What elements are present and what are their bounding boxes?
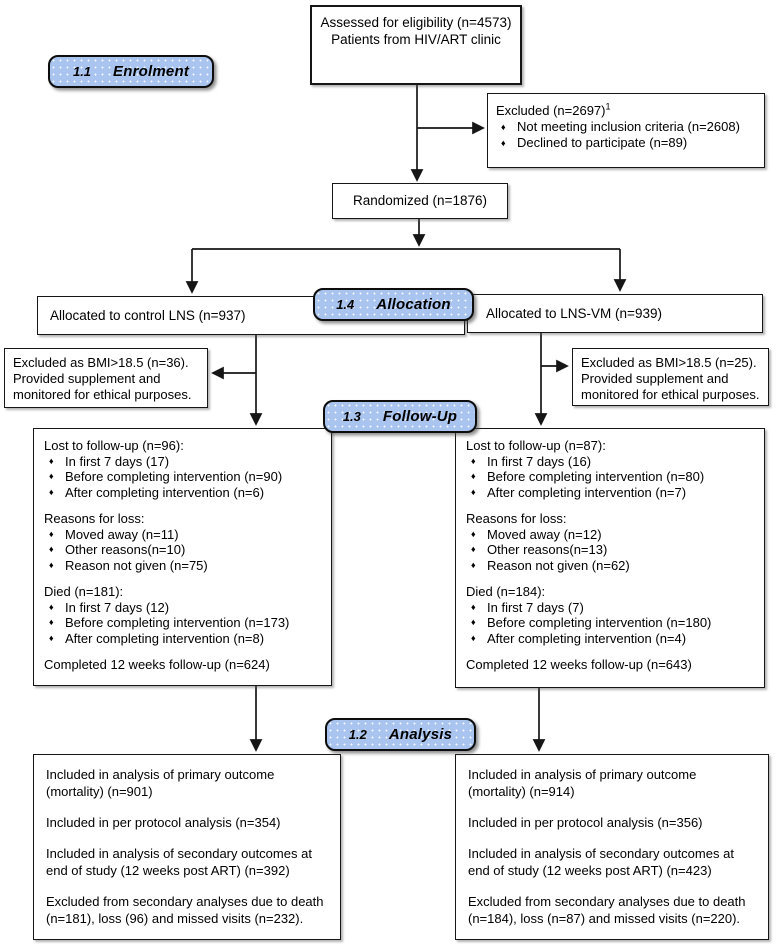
excluded-box: Excluded (n=2697)1 Not meeting inclusion… (487, 93, 765, 168)
allocated-lnsvm-box: Allocated to LNS-VM (n=939) (467, 294, 763, 333)
section-title: Completed 12 weeks follow-up (n=624) (44, 657, 270, 672)
section-title: Lost to follow-up (n=96): (44, 438, 184, 453)
analysis-paragraph: Included in per protocol analysis (n=356… (468, 815, 703, 830)
followup-bullet: Other reasons(n=10) (44, 542, 321, 558)
followup-section: Lost to follow-up (n=87): In first 7 day… (466, 438, 754, 500)
section-title: Died (n=181): (44, 584, 124, 599)
bmi-excluded-right-box: Excluded as BMI>18.5 (n=25). Provided su… (572, 348, 769, 406)
followup-lnsvm-box: Lost to follow-up (n=87): In first 7 day… (455, 428, 765, 688)
bmi-left-line: Provided supplement and (13, 371, 161, 386)
stage-number: 1.1 (72, 64, 92, 79)
analysis-paragraph: Excluded from secondary analyses due to … (468, 894, 746, 926)
followup-section: Lost to follow-up (n=96): In first 7 day… (44, 438, 321, 500)
followup-section: Died (n=181): In first 7 days (12) Befor… (44, 584, 321, 646)
followup-bullet: Before completing intervention (n=173) (44, 615, 321, 631)
analysis-control-box: Included in analysis of primary outcome … (33, 754, 341, 940)
stage-number: 1.2 (348, 727, 367, 742)
followup-bullet: In first 7 days (16) (466, 454, 754, 470)
stage-label-followup: 1.3 Follow-Up (323, 400, 477, 433)
followup-section: Reasons for loss: Moved away (n=12) Othe… (466, 511, 754, 573)
excluded-title: Excluded (n=2697)1 (496, 101, 611, 118)
bmi-left-line: Excluded as BMI>18.5 (n=36). (13, 355, 189, 370)
analysis-paragraph: Included in analysis of primary outcome … (468, 767, 697, 799)
section-title: Reasons for loss: (466, 511, 567, 526)
stage-number: 1.4 (336, 297, 355, 312)
stage-number: 1.3 (342, 409, 361, 424)
analysis-paragraph: Included in per protocol analysis (n=354… (46, 815, 281, 830)
bmi-excluded-left-box: Excluded as BMI>18.5 (n=36). Provided su… (4, 348, 208, 408)
section-title: Lost to follow-up (n=87): (466, 438, 606, 453)
followup-bullet: Before completing intervention (n=90) (44, 469, 321, 485)
allocated-control-text: Allocated to control LNS (n=937) (50, 307, 246, 323)
analysis-lnsvm-box: Included in analysis of primary outcome … (455, 754, 769, 940)
followup-section: Reasons for loss: Moved away (n=11) Othe… (44, 511, 321, 573)
followup-bullet: Reason not given (n=75) (44, 558, 321, 574)
stage-name: Follow-Up (382, 408, 458, 425)
assessed-line-1: Assessed for eligibility (n=4573) (320, 15, 512, 30)
followup-bullet: After completing intervention (n=7) (466, 485, 754, 501)
followup-bullet: Before completing intervention (n=80) (466, 469, 754, 485)
stage-label-analysis: 1.2 Analysis (325, 718, 476, 751)
followup-bullet: Before completing intervention (n=180) (466, 615, 754, 631)
followup-bullet: In first 7 days (12) (44, 600, 321, 616)
stage-name: Enrolment (113, 63, 190, 80)
bmi-right-line: monitored for ethical purposes. (581, 387, 760, 402)
excluded-bullet: Declined to participate (n=89) (496, 135, 756, 151)
analysis-paragraph: Included in analysis of secondary outcom… (468, 846, 734, 878)
assessed-eligibility-box: Assessed for eligibility (n=4573) Patien… (310, 5, 522, 85)
allocated-control-box: Allocated to control LNS (n=937) (37, 296, 465, 335)
followup-control-box: Lost to follow-up (n=96): In first 7 day… (33, 428, 332, 686)
footnote-marker: 1 (605, 101, 611, 112)
analysis-paragraph: Included in analysis of secondary outcom… (46, 846, 312, 878)
stage-label-allocation: 1.4 Allocation (313, 288, 474, 321)
stage-label-enrolment: 1.1 Enrolment (48, 55, 214, 88)
followup-bullet: Moved away (n=12) (466, 527, 754, 543)
bmi-right-line: Provided supplement and (581, 371, 729, 386)
section-title: Completed 12 weeks follow-up (n=643) (466, 657, 692, 672)
allocated-lnsvm-text: Allocated to LNS-VM (n=939) (486, 305, 662, 321)
followup-bullet: After completing intervention (n=6) (44, 485, 321, 501)
followup-bullet: In first 7 days (17) (44, 454, 321, 470)
analysis-paragraph: Excluded from secondary analyses due to … (46, 894, 324, 926)
analysis-paragraph: Included in analysis of primary outcome … (46, 767, 275, 799)
followup-bullet: Moved away (n=11) (44, 527, 321, 543)
followup-bullet: Other reasons(n=13) (466, 542, 754, 558)
stage-name: Allocation (376, 296, 451, 313)
randomized-box: Randomized (n=1876) (332, 183, 508, 219)
section-title: Reasons for loss: (44, 511, 145, 526)
followup-bullet: After completing intervention (n=4) (466, 631, 754, 647)
followup-bullet: In first 7 days (7) (466, 600, 754, 616)
followup-bullet: After completing intervention (n=8) (44, 631, 321, 647)
excluded-bullet: Not meeting inclusion criteria (n=2608) (496, 119, 756, 135)
section-title: Died (n=184): (466, 584, 546, 599)
followup-bullet: Reason not given (n=62) (466, 558, 754, 574)
randomized-text: Randomized (n=1876) (353, 193, 487, 208)
followup-section: Completed 12 weeks follow-up (n=624) (44, 657, 321, 673)
followup-section: Died (n=184): In first 7 days (7) Before… (466, 584, 754, 646)
excluded-bullet-list: Not meeting inclusion criteria (n=2608) … (496, 119, 756, 151)
stage-name: Analysis (388, 726, 453, 743)
assessed-line-2: Patients from HIV/ART clinic (331, 32, 501, 47)
bmi-right-line: Excluded as BMI>18.5 (n=25). (581, 355, 757, 370)
bmi-left-line: monitored for ethical purposes. (13, 387, 192, 402)
followup-section: Completed 12 weeks follow-up (n=643) (466, 657, 754, 673)
